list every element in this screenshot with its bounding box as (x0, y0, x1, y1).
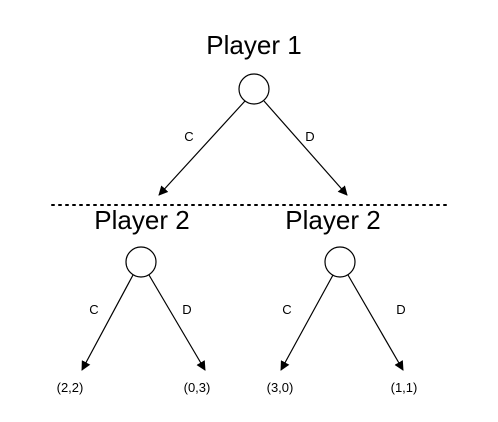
root-edge-right-label: D (305, 129, 314, 144)
left-edge-cooperate-label: C (89, 302, 98, 317)
right-edge-defect (347, 274, 404, 371)
payoff-dc: (3,0) (267, 380, 294, 395)
right-edge-defect-label: D (396, 302, 405, 317)
left-decision-node (125, 246, 157, 278)
root-edge-left (158, 100, 246, 196)
right-edge-cooperate-label: C (282, 302, 291, 317)
left-player-label: Player 2 (94, 205, 189, 235)
right-edge-cooperate (280, 274, 334, 371)
left-edge-cooperate (81, 274, 134, 371)
payoff-cd: (0,3) (184, 380, 211, 395)
root-player-label: Player 1 (206, 30, 301, 60)
right-player-label: Player 2 (285, 205, 380, 235)
payoff-cc: (2,2) (57, 380, 84, 395)
left-edge-defect-label: D (182, 302, 191, 317)
root-decision-node (238, 73, 270, 105)
left-edge-defect (148, 274, 206, 371)
root-edge-right (263, 100, 348, 196)
payoff-dd: (1,1) (391, 380, 418, 395)
root-edge-left-label: C (184, 129, 193, 144)
right-decision-node (324, 246, 356, 278)
